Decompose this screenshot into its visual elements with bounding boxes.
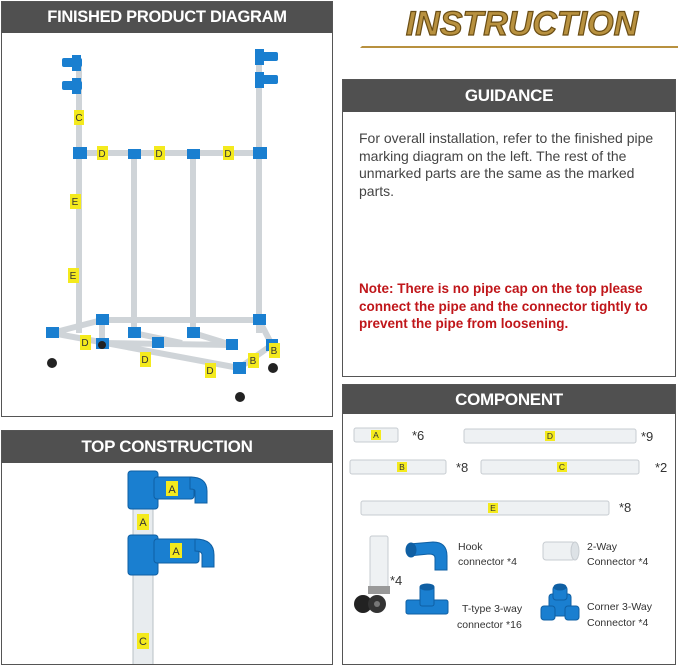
pipe-label: A	[172, 546, 180, 558]
pipe-label: C	[75, 113, 82, 124]
top-construction-diagram: A A A C	[127, 470, 215, 664]
pipe-label: D	[81, 338, 88, 349]
caster-wheel-icon	[354, 535, 390, 613]
top-construction-panel: TOP CONSTRUCTION A A A C	[1, 430, 333, 665]
hook-connector-icon	[405, 541, 448, 571]
finished-product-panel: FINISHED PRODUCT DIAGRAM	[1, 1, 333, 417]
pipe-label: E	[72, 197, 79, 208]
connector-name: connector *4	[458, 556, 517, 568]
pipe-label: D	[141, 355, 148, 366]
pipe-label: D	[547, 431, 553, 441]
connector-name: Connector *4	[587, 556, 648, 568]
pipe-label: A	[139, 517, 147, 529]
two-way-connector-icon	[542, 541, 580, 561]
pipe-count: *2	[655, 460, 667, 475]
instruction-banner: INSTRUCTION	[352, 2, 678, 48]
pipe-label: C	[139, 636, 147, 648]
pipe-label: B	[399, 462, 405, 472]
finished-product-title: FINISHED PRODUCT DIAGRAM	[2, 2, 332, 33]
pipe-label: E	[490, 503, 496, 513]
guidance-note: Note: There is no pipe cap on the top pl…	[359, 281, 648, 331]
pipe-label: D	[224, 149, 231, 160]
guidance-title: GUIDANCE	[343, 80, 675, 112]
instruction-title: INSTRUCTION	[406, 5, 640, 43]
connector-name: Corner 3-Way	[587, 601, 653, 613]
pipe-label: C	[559, 462, 565, 472]
component-title: COMPONENT	[343, 385, 675, 414]
pipe-count: *8	[456, 460, 468, 475]
t-connector-icon	[405, 583, 449, 615]
pipe-count: *6	[412, 428, 424, 443]
pipe-count: *9	[641, 429, 653, 444]
pipe-label: B	[250, 356, 257, 367]
pipe-label: A	[373, 430, 379, 440]
guidance-text: For overall installation, refer to the f…	[359, 130, 654, 199]
pipe-label: D	[98, 149, 105, 160]
pipe-label: D	[155, 149, 162, 160]
guidance-panel: GUIDANCE For overall installation, refer…	[342, 79, 676, 377]
pipe-label: D	[206, 366, 213, 377]
component-diagram: A D B C E *6 *9 *8 *2 *8 *4 Hook conne	[349, 427, 667, 631]
pipe-label: A	[168, 484, 176, 496]
rack-diagram: C D D D E E D D D B B	[46, 49, 280, 402]
connector-name: Hook	[458, 541, 483, 553]
top-construction-title: TOP CONSTRUCTION	[2, 431, 332, 463]
connector-name: 2-Way	[587, 541, 618, 553]
corner-connector-icon	[540, 583, 580, 621]
wheel-count: *4	[390, 573, 402, 588]
pipe-label: B	[271, 346, 278, 357]
connector-name: connector *16	[457, 619, 522, 631]
component-panel: COMPONENT A D B C E *6 *9 *8 *2	[342, 384, 676, 665]
connector-name: T-type 3-way	[462, 603, 523, 615]
pipe-label: E	[70, 271, 77, 282]
pipe-count: *8	[619, 500, 631, 515]
connector-name: Connector *4	[587, 617, 648, 629]
